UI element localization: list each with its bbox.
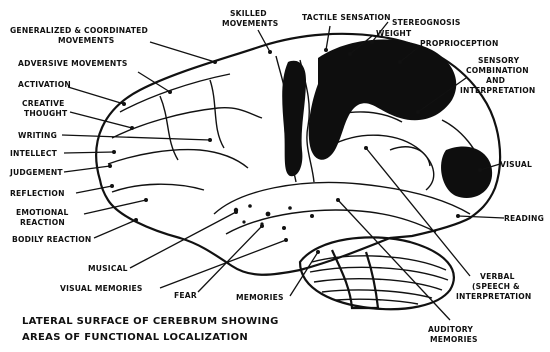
temporal-lobe [214,182,470,214]
brain-illustration [96,34,500,309]
label-musical: MUSICAL [88,264,128,273]
label-generalized: GENERALIZED & COORDINATED MOVEMENTS [10,26,151,45]
label-reflection: REFLECTION [10,189,65,198]
label-skilled: SKILLED MOVEMENTS [222,9,278,28]
sensory-area-shading [309,40,457,160]
label-verbal: VERBAL (SPEECH & INTERPRETATION [456,272,532,301]
label-writing: WRITING [18,131,57,140]
label-visual: VISUAL [500,160,532,169]
cerebellum-folia [310,256,448,304]
label-auditory: AUDITORY MEMORIES [428,325,478,344]
label-tactile: TACTILE SENSATION [302,13,391,22]
label-creative: CREATIVE THOUGHT [22,99,68,118]
label-fear: FEAR [174,291,197,300]
label-judgement: JUDGEMENT [9,168,63,177]
label-emotional: EMOTIONAL REACTION [16,208,71,227]
label-activation: ACTIVATION [18,80,71,89]
caption-line-1: LATERAL SURFACE OF CEREBRUM SHOWING [22,316,279,327]
frontal-gyri [108,74,262,192]
label-memories: MEMORIES [236,293,284,302]
caption-line-2: AREAS OF FUNCTIONAL LOCALIZATION [22,332,248,343]
label-visual-memories: VISUAL MEMORIES [60,284,143,293]
label-proprioception: PROPRIOCEPTION [420,39,499,48]
label-reading: READING [504,214,544,223]
figure-caption: LATERAL SURFACE OF CEREBRUM SHOWING AREA… [22,316,279,343]
postcentral-band [282,61,306,176]
label-stereognosis: STEREOGNOSIS [392,18,461,27]
label-sensory: SENSORY COMBINATION AND INTERPRETATION [460,56,536,95]
label-adversive: ADVERSIVE MOVEMENTS [18,59,128,68]
label-intellect: INTELLECT [10,149,58,158]
visual-area-shading [441,146,492,198]
label-bodily: BODILY REACTION [12,235,91,244]
label-weight: WEIGHT [376,29,412,38]
